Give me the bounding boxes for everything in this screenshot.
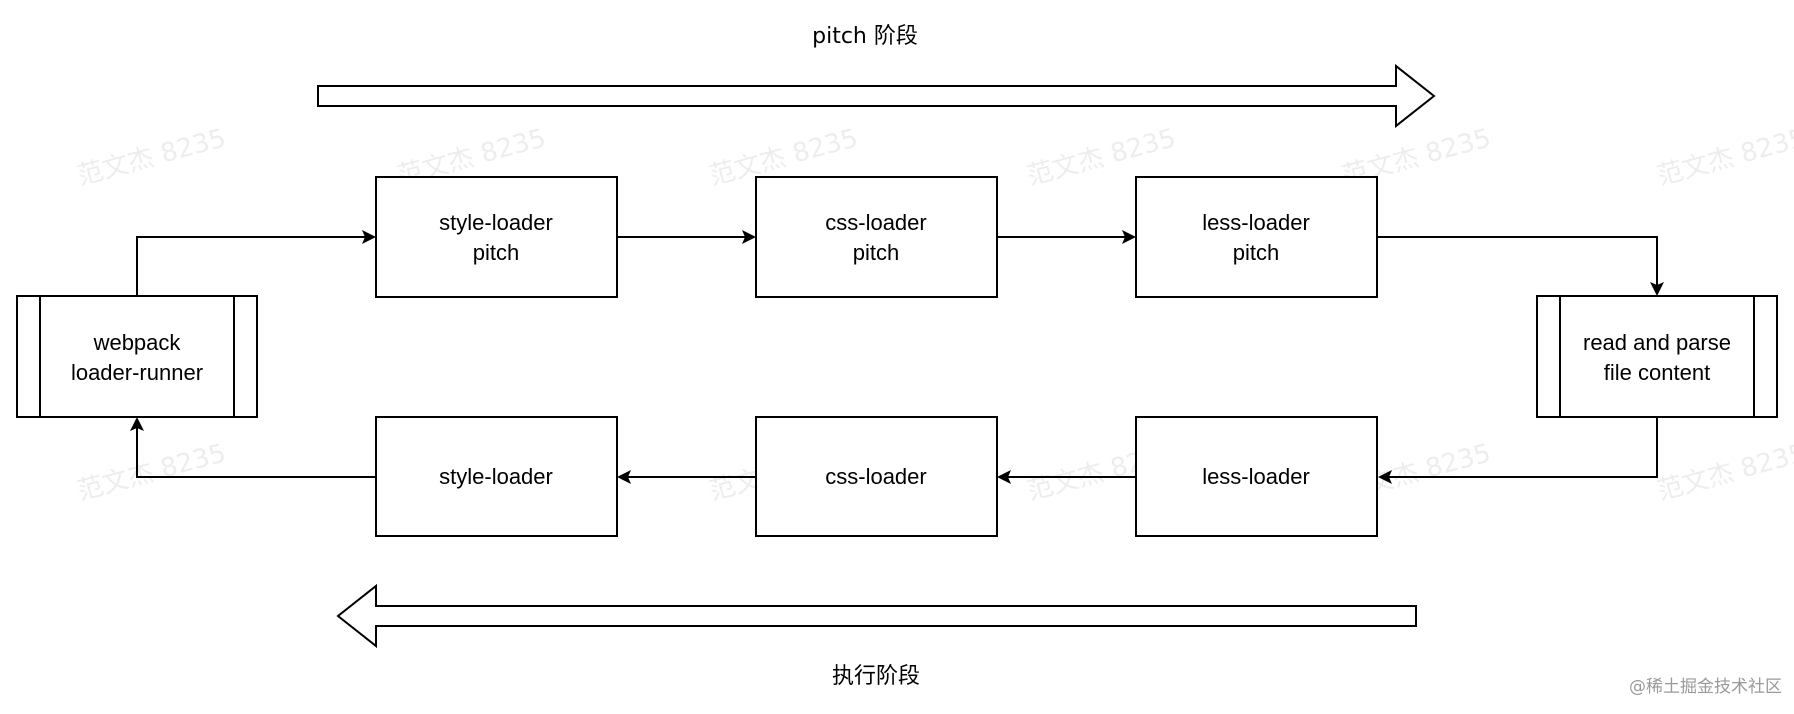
watermark: 范文杰 8235 [1654, 123, 1794, 191]
arrowhead-icon [130, 417, 144, 431]
node-style-loader: style-loader [375, 416, 618, 537]
node-label: less-loader [1202, 464, 1310, 489]
node-read-and-parse: read and parse file content [1536, 295, 1778, 418]
node-label: pitch [853, 240, 899, 265]
execute-phase-label: 执行阶段 [832, 664, 920, 689]
connectors [130, 230, 1664, 484]
node-less-loader: less-loader [1135, 416, 1378, 537]
node-label: style-loader [439, 210, 553, 235]
node-label: css-loader [825, 210, 926, 235]
edge-webpack-to-style-pitch [136, 236, 366, 296]
edge-read-parse-to-less-loader [1388, 417, 1658, 478]
arrowhead-icon [742, 230, 756, 244]
watermark: 范文杰 8235 [74, 438, 229, 506]
watermark: 范文杰 8235 [1654, 438, 1794, 506]
arrowhead-icon [362, 230, 376, 244]
pitch-phase-label: pitch 阶段 [812, 24, 918, 49]
credit-watermark: @稀土掘金技术社区 [1629, 677, 1782, 697]
watermark: 范文杰 8235 [74, 123, 229, 191]
arrowhead-icon [1122, 230, 1136, 244]
node-less-loader-pitch: less-loader pitch [1135, 176, 1378, 298]
node-style-loader-pitch: style-loader pitch [375, 176, 618, 298]
node-label: loader-runner [71, 360, 203, 385]
node-label: read and parse [1583, 330, 1731, 355]
node-label: less-loader [1202, 210, 1310, 235]
node-label: css-loader [825, 464, 926, 489]
arrowhead-icon [1378, 470, 1392, 484]
node-css-loader-pitch: css-loader pitch [755, 176, 998, 298]
node-label: pitch [1233, 240, 1279, 265]
node-label: file content [1604, 360, 1710, 385]
node-label: style-loader [439, 464, 553, 489]
arrowhead-icon [617, 470, 631, 484]
arrowhead-icon [997, 470, 1011, 484]
arrowhead-icon [1650, 282, 1664, 296]
execute-phase-arrow [336, 583, 1417, 649]
node-webpack-loader-runner: webpack loader-runner [16, 295, 258, 418]
edge-style-loader-to-webpack [136, 427, 376, 478]
pitch-phase-arrow [317, 63, 1436, 129]
node-css-loader: css-loader [755, 416, 998, 537]
edge-less-pitch-to-read-parse [1377, 236, 1658, 286]
node-label: pitch [473, 240, 519, 265]
node-label: webpack [93, 330, 182, 355]
